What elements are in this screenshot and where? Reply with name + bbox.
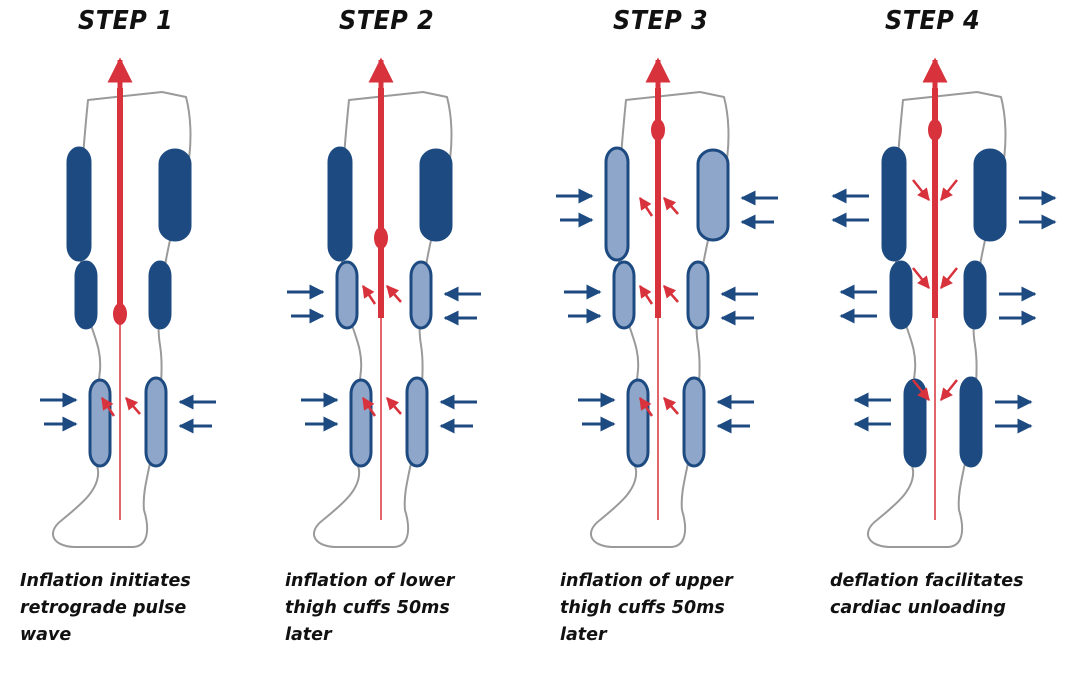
pulse-bolus xyxy=(928,119,942,141)
step-3-leg xyxy=(556,57,778,548)
retrograde-chevron-left xyxy=(638,196,654,217)
step-2-caption-line-3: later xyxy=(285,625,332,645)
lower-thigh-cuff-right xyxy=(409,260,433,330)
calf-cuff-left xyxy=(349,378,373,468)
retrograde-chevron-right xyxy=(386,285,402,303)
artery-upper xyxy=(655,88,661,318)
release-chevron-right xyxy=(940,179,958,201)
step-2-leg xyxy=(287,57,481,548)
pulse-bolus xyxy=(374,227,388,249)
calf-cuff-right xyxy=(144,376,168,468)
artery-upper xyxy=(378,88,384,318)
retrograde-chevron-left xyxy=(638,284,654,305)
artery-upper xyxy=(117,88,123,318)
retrograde-chevron-right xyxy=(125,397,141,415)
step-1-caption-line-2: retrograde pulse xyxy=(20,598,187,618)
step-1-caption-line-3: wave xyxy=(20,625,72,645)
step-4-title: STEP 4 xyxy=(885,6,981,36)
calf-cuff-right xyxy=(959,376,983,468)
step-2-caption-line-1: inflation of lower xyxy=(285,571,455,591)
upper-thigh-cuff-left xyxy=(66,146,92,262)
step-3-caption-line-2: thigh cuffs 50ms xyxy=(560,598,725,618)
step-1-title: STEP 1 xyxy=(78,6,174,36)
retrograde-chevron-right xyxy=(663,397,679,415)
artery-upper xyxy=(932,88,938,318)
pulse-bolus xyxy=(651,119,665,141)
calf-cuff-left xyxy=(626,378,650,468)
lower-thigh-cuff-right xyxy=(686,260,710,330)
step-1-caption-line-1: Inflation initiates xyxy=(20,571,191,591)
step-2-caption-line-2: thigh cuffs 50ms xyxy=(285,598,450,618)
upper-thigh-cuff-left xyxy=(604,146,630,262)
step-1-leg xyxy=(40,57,216,548)
retrograde-chevron-left xyxy=(638,396,654,417)
release-chevron-right xyxy=(940,267,958,289)
step-2-caption: inflation of lower thigh cuffs 50ms late… xyxy=(285,568,454,649)
calf-cuff-right xyxy=(682,376,706,468)
lower-thigh-cuff-right xyxy=(963,260,987,330)
release-chevron-right xyxy=(940,379,958,401)
retrograde-chevron-right xyxy=(386,397,402,415)
retrograde-chevron-right xyxy=(663,285,679,303)
calf-cuff-right xyxy=(405,376,429,468)
upper-thigh-cuff-left xyxy=(327,146,353,262)
lower-thigh-cuff-left xyxy=(889,260,913,330)
calf-cuff-left xyxy=(88,378,112,468)
upper-thigh-cuff-right xyxy=(158,148,192,242)
upper-thigh-cuff-left xyxy=(881,146,907,262)
release-chevron-left xyxy=(912,179,930,201)
step-3-title: STEP 3 xyxy=(613,6,709,36)
step-4-caption-line-1: deflation facilitates xyxy=(830,571,1024,591)
upper-thigh-cuff-right xyxy=(696,148,730,242)
lower-thigh-cuff-left xyxy=(612,260,636,330)
step-3-caption-line-1: inflation of upper xyxy=(560,571,733,591)
step-3-caption-line-3: later xyxy=(560,625,607,645)
calf-cuff-left xyxy=(903,378,927,468)
retrograde-chevron-left xyxy=(361,396,377,417)
release-chevron-left xyxy=(912,267,930,289)
step-2-title: STEP 2 xyxy=(339,6,435,36)
step-1-caption: Inflation initiates retrograde pulse wav… xyxy=(20,568,191,649)
retrograde-chevron-left xyxy=(361,284,377,305)
lower-thigh-cuff-left xyxy=(74,260,98,330)
lower-thigh-cuff-right xyxy=(148,260,172,330)
retrograde-chevron-left xyxy=(100,396,116,417)
upper-thigh-cuff-right xyxy=(973,148,1007,242)
step-3-caption: inflation of upper thigh cuffs 50ms late… xyxy=(560,568,733,649)
retrograde-chevron-right xyxy=(663,197,679,215)
lower-thigh-cuff-left xyxy=(335,260,359,330)
release-chevron-left xyxy=(912,379,930,401)
step-4-caption: deflation facilitates cardiac unloading xyxy=(830,568,1024,622)
step-4-leg xyxy=(831,57,1057,548)
pulse-bolus xyxy=(113,303,127,325)
upper-thigh-cuff-right xyxy=(419,148,453,242)
step-4-caption-line-2: cardiac unloading xyxy=(830,598,1006,618)
